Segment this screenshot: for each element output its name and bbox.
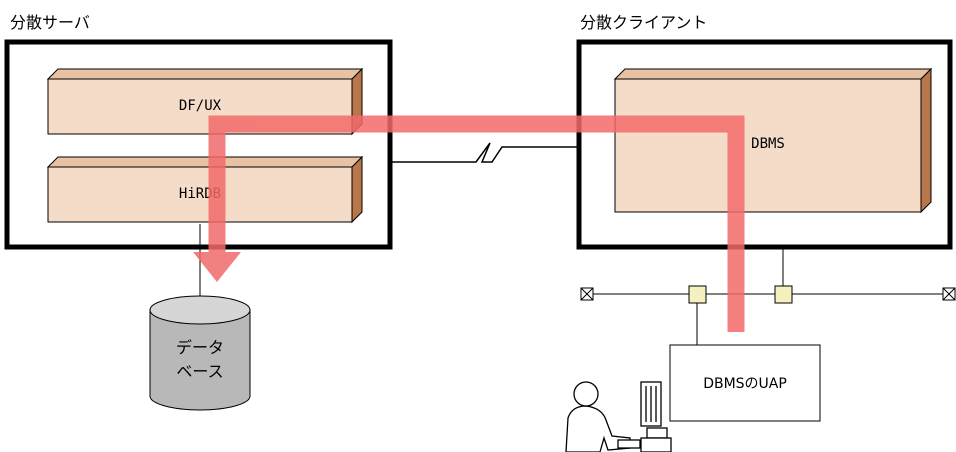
network-link bbox=[392, 142, 577, 163]
lan-terminator-left bbox=[580, 287, 594, 301]
uap-label: DBMSのUAP bbox=[703, 376, 787, 392]
client-title: 分散クライアント bbox=[580, 13, 707, 32]
uap-box bbox=[669, 344, 821, 422]
dbms-box bbox=[613, 67, 933, 214]
hirdb-box bbox=[46, 155, 364, 224]
user-icon bbox=[565, 381, 631, 452]
lan-node-app bbox=[688, 285, 707, 304]
lan-terminator-right bbox=[942, 287, 956, 301]
flow-arrow-head bbox=[193, 252, 241, 282]
computer-icon bbox=[617, 381, 672, 452]
dbms-label: DBMS bbox=[751, 136, 785, 152]
lan-node-client bbox=[774, 285, 793, 304]
dfux-label: DF/UX bbox=[179, 98, 222, 114]
database-cylinder bbox=[149, 295, 251, 411]
database-label-line1: データ bbox=[176, 338, 224, 357]
data-flow-path bbox=[193, 115, 745, 332]
database-label-line2: ベース bbox=[176, 362, 223, 381]
server-title: 分散サーバ bbox=[10, 13, 90, 32]
